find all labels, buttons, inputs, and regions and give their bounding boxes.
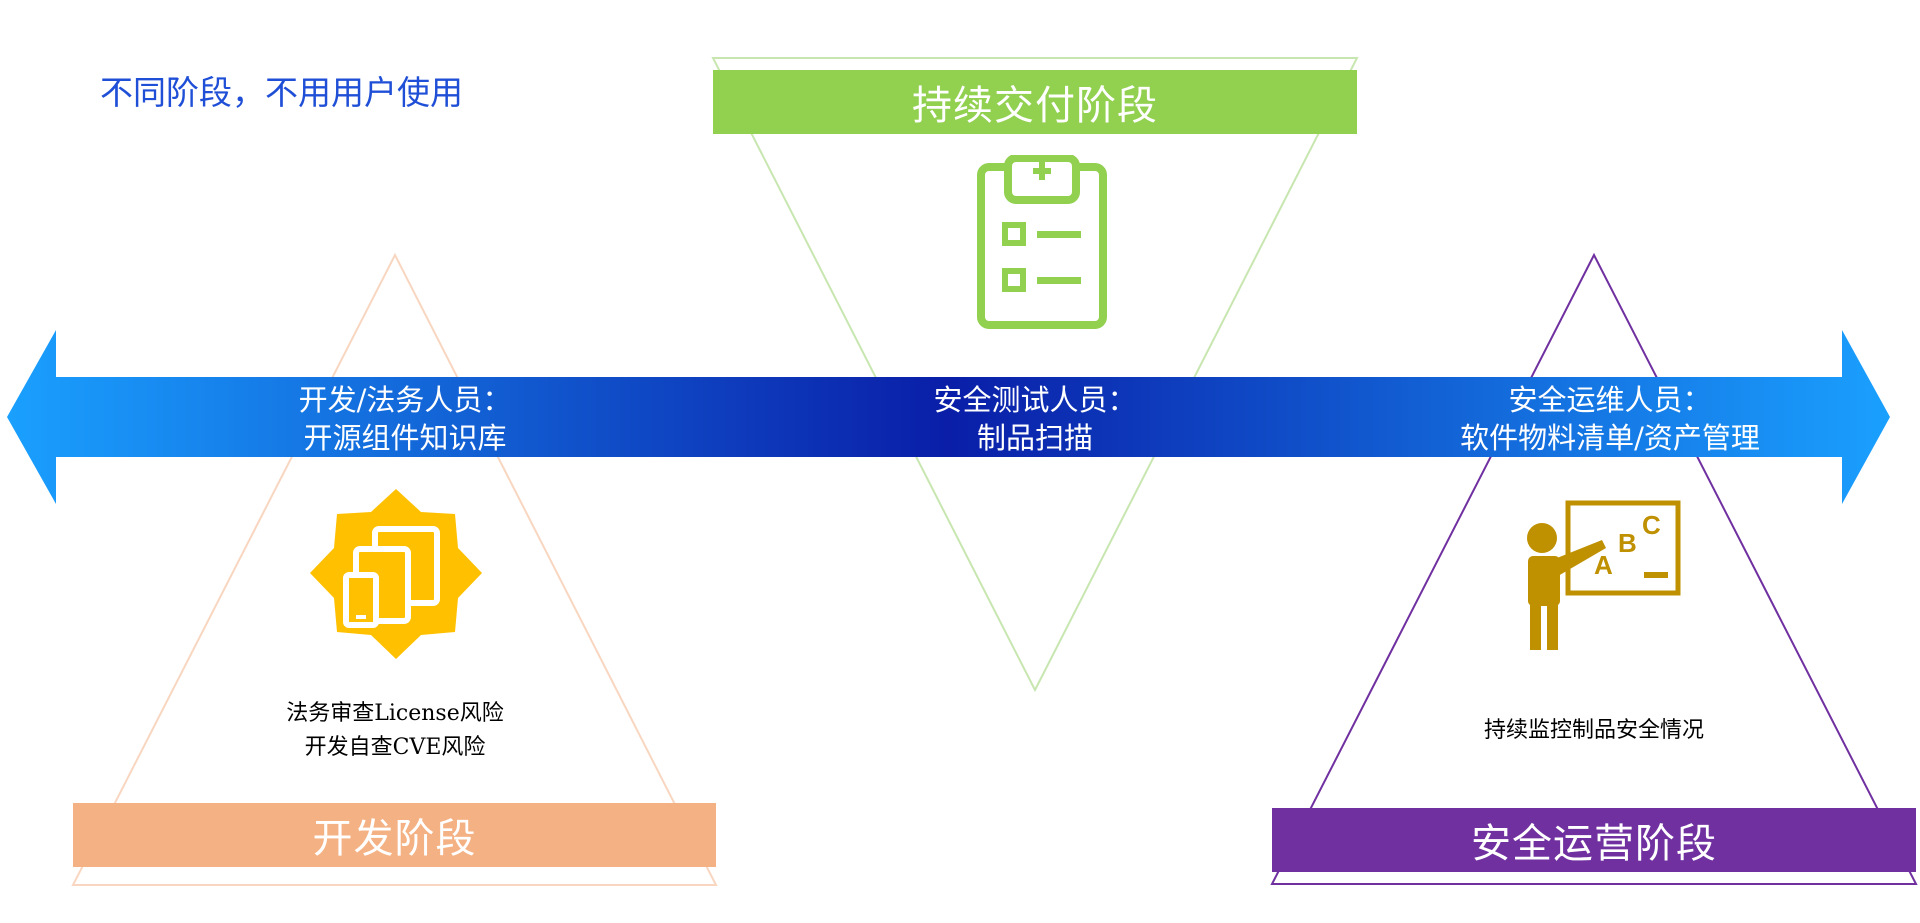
delivery-role-line1: 安全测试人员： <box>933 383 1137 417</box>
clipboard-checklist-icon <box>975 154 1109 330</box>
development-note: 法务审查License风险 开发自查CVE风险 <box>245 697 545 765</box>
operations-role-label: 安全运维人员： 软件物料清单/资产管理 <box>1410 381 1810 457</box>
development-note-line1: 法务审查License风险 <box>286 701 504 726</box>
page-heading: 不同阶段，不用用户使用 <box>100 73 463 112</box>
devices-icon <box>308 487 484 663</box>
operations-note-line1: 持续监控制品安全情况 <box>1483 718 1704 743</box>
delivery-role-line2: 制品扫描 <box>976 421 1093 455</box>
svg-text:A: A <box>1594 550 1613 580</box>
stage-title-delivery: 持续交付阶段 <box>713 70 1357 134</box>
development-triangle <box>71 252 718 886</box>
teacher-abc-board-icon: A B C <box>1520 500 1682 653</box>
operations-triangle <box>1270 252 1918 885</box>
timeline-double-arrow <box>7 330 1890 504</box>
stage-title-operations: 安全运营阶段 <box>1272 808 1916 872</box>
stage-title-development: 开发阶段 <box>73 803 716 867</box>
development-note-line2: 开发自查CVE风险 <box>304 735 486 760</box>
delivery-role-label: 安全测试人员： 制品扫描 <box>855 381 1215 457</box>
operations-note: 持续监控制品安全情况 <box>1454 714 1734 748</box>
operations-role-line2: 软件物料清单/资产管理 <box>1460 421 1760 455</box>
svg-text:B: B <box>1618 528 1637 558</box>
development-role-line2: 开源组件知识库 <box>303 421 507 455</box>
operations-role-line1: 安全运维人员： <box>1508 383 1712 417</box>
development-role-label: 开发/法务人员： 开源组件知识库 <box>225 381 585 457</box>
svg-text:C: C <box>1642 510 1661 540</box>
delivery-triangle <box>711 57 1359 693</box>
development-role-line1: 开发/法务人员： <box>298 383 512 417</box>
